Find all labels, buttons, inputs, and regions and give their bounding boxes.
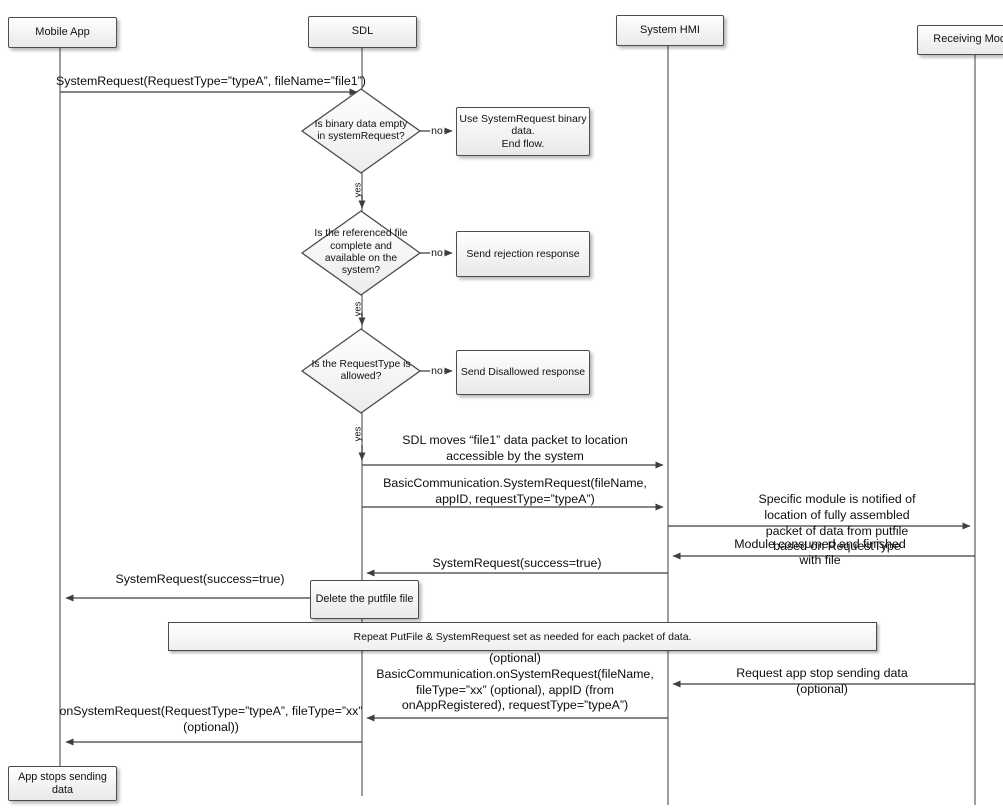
message-systemrequest-success-1: SystemRequest(success=true)	[432, 556, 602, 570]
decision-question-binary-empty: Is binary data empty in systemRequest?	[314, 118, 408, 142]
decision-question-file-complete: Is the referenced file complete and avai…	[314, 228, 408, 277]
actor-label: Receiving Module	[933, 33, 1003, 46]
repeat-band: Repeat PutFile & SystemRequest set as ne…	[168, 622, 877, 651]
result-box-disallowed: Send Disallowed response	[456, 350, 590, 395]
message-systemrequest-success-2: SystemRequest(success=true)	[115, 572, 285, 586]
no-label-2: no	[430, 246, 444, 259]
decision-question-requesttype-allowed: Is the RequestType is allowed?	[311, 358, 411, 382]
note-delete-putfile: Delete the putfile file	[310, 580, 419, 619]
actor-box-system-hmi: System HMI	[616, 15, 724, 46]
actor-box-receiving-module: Receiving Module	[917, 25, 1003, 55]
message-sdl-moves-file: SDL moves “file1” data packet to locatio…	[402, 433, 628, 463]
result-box-rejection: Send rejection response	[456, 231, 590, 277]
actor-label: Mobile App	[35, 25, 90, 38]
actor-box-sdl: SDL	[308, 16, 417, 48]
yes-label-2: yes	[352, 301, 364, 317]
actor-box-mobile-app: Mobile App	[8, 17, 117, 48]
message-request-app-stop: Request app stop sending data (optional)	[736, 666, 908, 696]
no-label-3: no	[430, 364, 444, 377]
message-bc-onsystemrequest: (optional) BasicCommunication.onSystemRe…	[376, 651, 654, 713]
message-onsystemrequest-app: onSystemRequest(RequestType=”typeA”, fil…	[59, 704, 363, 734]
note-app-stops: App stops sending data	[8, 766, 117, 801]
message-systemrequest: SystemRequest(RequestType=”typeA”, fileN…	[56, 74, 366, 88]
yes-label-3: yes	[352, 426, 364, 442]
actor-label: SDL	[351, 25, 374, 38]
actor-label: System HMI	[640, 23, 700, 36]
message-module-consumed: Module consumed and finished with file	[734, 537, 906, 567]
message-module-notified: Specific module is notified of location …	[758, 492, 916, 554]
result-box-use-binary: Use SystemRequest binary data. End flow.	[456, 107, 590, 156]
no-label-1: no	[430, 124, 444, 137]
message-bc-systemrequest: BasicCommunication.SystemRequest(fileNam…	[383, 476, 647, 506]
yes-label-1: yes	[352, 182, 364, 198]
